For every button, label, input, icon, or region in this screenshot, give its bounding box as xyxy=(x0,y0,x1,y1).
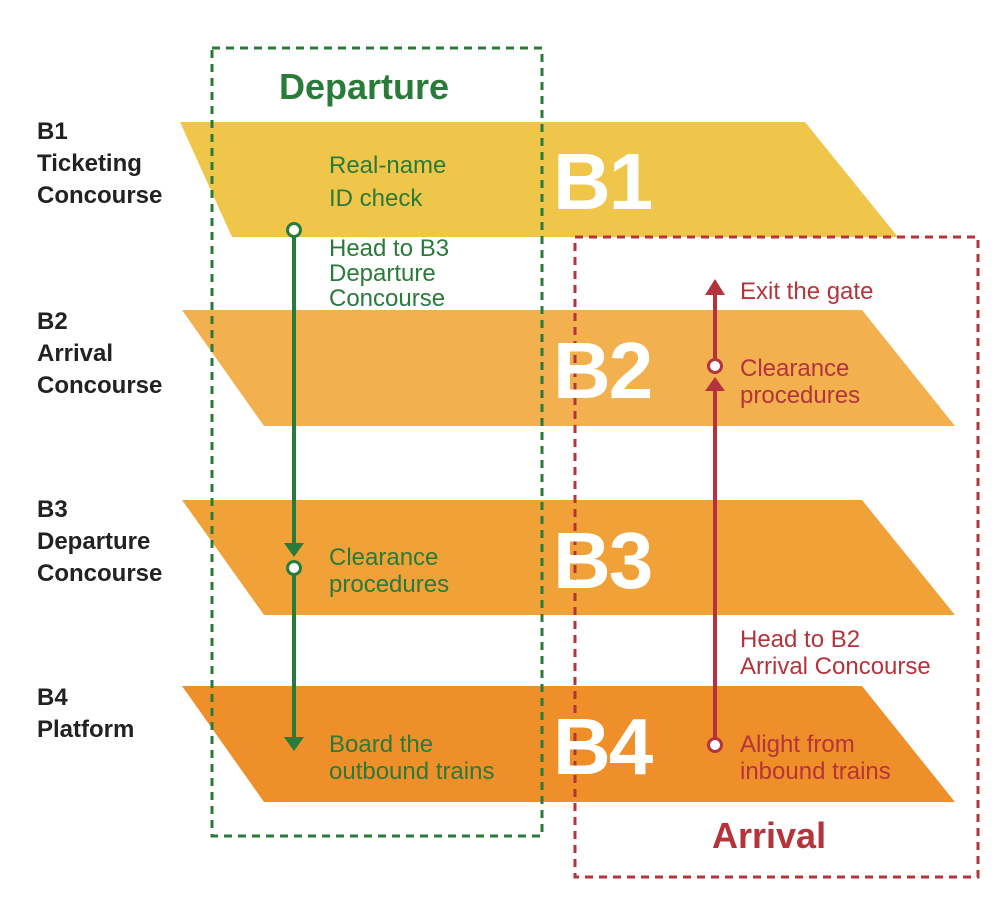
step-line: Exit the gate xyxy=(740,278,874,305)
step-line: Concourse xyxy=(329,285,446,312)
step-line: Alight from xyxy=(740,731,855,758)
step-line: Departure xyxy=(329,260,436,287)
arrival-node-b4 xyxy=(707,737,723,753)
arrival-zone-border xyxy=(573,235,980,879)
step-line: procedures xyxy=(740,382,861,409)
floor-code-b2: B2 xyxy=(553,326,653,415)
step-line: procedures xyxy=(329,571,450,598)
level-label-b3: B3 Departure Concourse xyxy=(37,494,162,590)
departure-node-b1 xyxy=(286,222,302,238)
arrival-step-alight: Alight from inbound trains xyxy=(740,731,891,785)
floor-code-b1: B1 xyxy=(553,137,653,226)
step-line: outbound trains xyxy=(329,758,495,785)
step-line: Real-name xyxy=(329,152,447,179)
departure-node-b3 xyxy=(286,560,302,576)
step-line: ID check xyxy=(329,185,423,212)
departure-step-id-check: Real-name ID check xyxy=(329,152,446,212)
level-label-line: B3 xyxy=(37,496,68,523)
arrival-step-clearance: Clearance procedures xyxy=(740,355,860,409)
floor-b4-slab xyxy=(182,686,955,802)
level-label-b4: B4 Platform xyxy=(37,682,134,746)
level-label-line: Departure xyxy=(37,528,151,555)
floor-b2-slab xyxy=(182,310,955,426)
floor-code-b4: B4 xyxy=(553,702,653,791)
level-label-line: B2 xyxy=(37,308,68,335)
level-label-b2: B2 Arrival Concourse xyxy=(37,306,162,402)
step-line: inbound trains xyxy=(740,758,891,785)
step-line: Clearance xyxy=(329,544,439,571)
arrival-step-head-to-b2: Head to B2 Arrival Concourse xyxy=(740,626,931,680)
step-line: Clearance xyxy=(740,355,850,382)
step-line: Arrival Concourse xyxy=(740,653,931,680)
departure-zone-border xyxy=(210,46,544,838)
level-label-line: Concourse xyxy=(37,182,163,209)
departure-title: Departure xyxy=(279,66,450,107)
floor-code-b3: B3 xyxy=(553,516,653,605)
level-label-line: B1 xyxy=(37,118,68,145)
arrival-step-exit: Exit the gate xyxy=(740,278,873,305)
level-label-b1: B1 Ticketing Concourse xyxy=(37,116,162,212)
departure-arrowhead-2 xyxy=(284,737,304,751)
departure-arrowhead-1 xyxy=(284,543,304,557)
floor-b3-slab xyxy=(182,500,955,615)
level-label-line: Ticketing xyxy=(37,150,142,177)
level-label-line: Concourse xyxy=(37,560,163,587)
departure-step-board: Board the outbound trains xyxy=(329,731,494,785)
arrival-title: Arrival xyxy=(712,815,827,856)
step-line: Head to B3 xyxy=(329,235,450,262)
arrival-node-b2 xyxy=(707,358,723,374)
floor-b1-slab xyxy=(180,122,898,237)
level-label-line: Platform xyxy=(37,716,135,743)
level-label-line: Arrival xyxy=(37,340,114,367)
level-label-line: B4 xyxy=(37,684,68,711)
departure-step-clearance: Clearance procedures xyxy=(329,544,449,598)
arrival-arrowhead-1 xyxy=(705,377,725,391)
step-line: Board the xyxy=(329,731,434,758)
arrival-arrowhead-2 xyxy=(705,279,725,295)
level-label-line: Concourse xyxy=(37,372,163,399)
step-line: Head to B2 xyxy=(740,626,861,653)
departure-step-head-to-b3: Head to B3 Departure Concourse xyxy=(329,236,449,311)
